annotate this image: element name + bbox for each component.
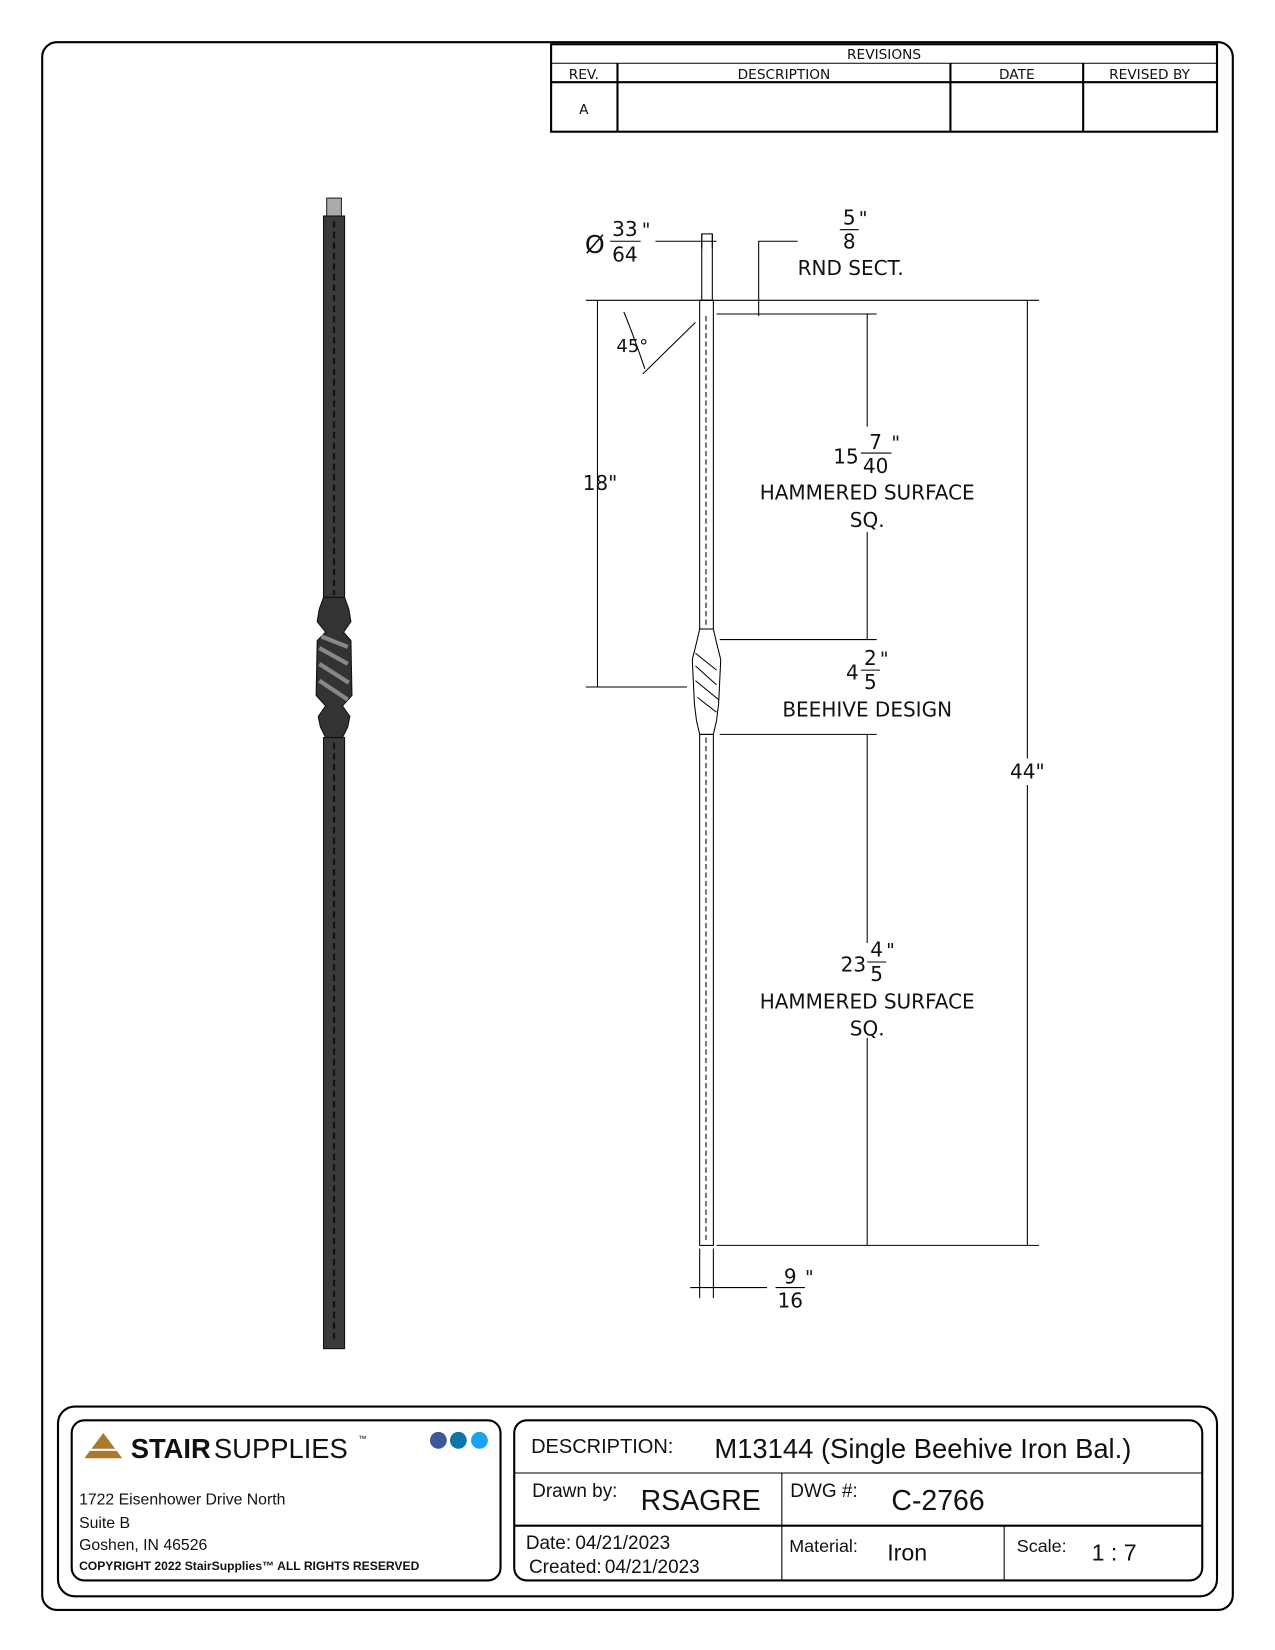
lower-den: 5 xyxy=(870,962,883,986)
revisions-table: REVISIONS REV. DESCRIPTION DATE REVISED … xyxy=(550,43,1219,133)
created-value: 04/21/2023 xyxy=(605,1557,700,1578)
upper-label-sq: SQ. xyxy=(850,508,885,532)
date-label: Date: xyxy=(526,1533,571,1554)
social-icons xyxy=(429,1431,488,1449)
created-label: Created: xyxy=(529,1557,602,1578)
linkedin-icon[interactable] xyxy=(449,1431,467,1449)
upper-den: 40 xyxy=(863,454,888,478)
description-header: DESCRIPTION xyxy=(738,67,831,83)
lower-label-sq: SQ. xyxy=(850,1017,885,1041)
dwg-value: C-2766 xyxy=(891,1485,984,1517)
rev-value: A xyxy=(579,102,589,118)
address-line-2: Suite B xyxy=(79,1515,130,1532)
material-label: Material: xyxy=(789,1536,858,1556)
copyright: COPYRIGHT 2022 StairSupplies™ ALL RIGHTS… xyxy=(79,1559,420,1573)
overall-length-label: 44" xyxy=(1010,760,1045,784)
date-value: 04/21/2023 xyxy=(575,1533,670,1554)
diameter-unit: " xyxy=(642,219,651,241)
rnd-label: RND SECT. xyxy=(798,256,904,280)
dwg-label: DWG #: xyxy=(790,1481,857,1502)
revised-by-header: REVISED BY xyxy=(1109,67,1190,83)
dimension-lines xyxy=(585,233,1039,1299)
drawn-by-label: Drawn by: xyxy=(532,1481,617,1502)
logo-mark-icon xyxy=(84,1432,123,1459)
beehive-whole: 4 xyxy=(846,661,859,685)
address-line-1: 1722 Eisenhower Drive North xyxy=(79,1492,285,1509)
description-label: DESCRIPTION: xyxy=(531,1436,673,1458)
dimension-labels: Ø 33 64 " 5 8 " RND SECT. 45° 18" 15 7 4… xyxy=(583,205,1045,1312)
diameter-symbol: Ø xyxy=(585,230,605,259)
sheet-border xyxy=(41,41,1234,1612)
twitter-icon[interactable] xyxy=(471,1431,488,1449)
company-logo: STAIR SUPPLIES ™ xyxy=(84,1432,367,1464)
rev-header: REV. xyxy=(569,67,599,83)
lower-whole: 23 xyxy=(841,952,866,976)
lower-num: 4 xyxy=(870,938,883,962)
diameter-num: 33 xyxy=(612,217,637,241)
rnd-den: 8 xyxy=(843,230,856,254)
beehive-label: BEEHIVE DESIGN xyxy=(782,697,952,721)
square-den: 16 xyxy=(778,1289,803,1313)
square-num: 9 xyxy=(784,1264,797,1288)
upper-label: HAMMERED SURFACE xyxy=(760,480,975,504)
scale-label: Scale: xyxy=(1017,1536,1067,1556)
upper-whole: 15 xyxy=(833,445,858,469)
address-line-3: Goshen, IN 46526 xyxy=(79,1537,207,1554)
square-unit: " xyxy=(805,1266,814,1288)
upper-num: 7 xyxy=(869,430,882,454)
collar-height-label: 18" xyxy=(583,471,618,495)
beehive-den: 5 xyxy=(864,670,877,694)
date-header: DATE xyxy=(999,67,1035,83)
lower-label: HAMMERED SURFACE xyxy=(760,989,975,1013)
description-value: M13144 (Single Beehive Iron Bal.) xyxy=(714,1433,1131,1464)
lower-unit: " xyxy=(886,940,895,962)
revisions-title: REVISIONS xyxy=(847,47,921,63)
baluster-elevation xyxy=(691,233,722,1246)
rnd-unit: " xyxy=(859,207,868,229)
title-block: STAIR SUPPLIES ™ 1722 Eisenhower Drive N… xyxy=(56,1405,1219,1598)
material-value: Iron xyxy=(887,1539,927,1565)
upper-unit: " xyxy=(891,432,900,454)
rnd-num: 5 xyxy=(843,205,856,229)
facebook-icon[interactable] xyxy=(429,1431,447,1449)
beehive-unit: " xyxy=(880,648,889,670)
brand-tm: ™ xyxy=(358,1433,366,1443)
diameter-den: 64 xyxy=(612,242,637,266)
drawn-by-value: RSAGRE xyxy=(641,1485,761,1517)
scale-value: 1 : 7 xyxy=(1092,1539,1137,1565)
brand-bold: STAIR xyxy=(131,1433,211,1464)
beehive-num: 2 xyxy=(864,646,877,670)
baluster-render xyxy=(315,197,353,1350)
brand-light: SUPPLIES xyxy=(214,1433,348,1464)
angle-label: 45° xyxy=(616,336,648,357)
